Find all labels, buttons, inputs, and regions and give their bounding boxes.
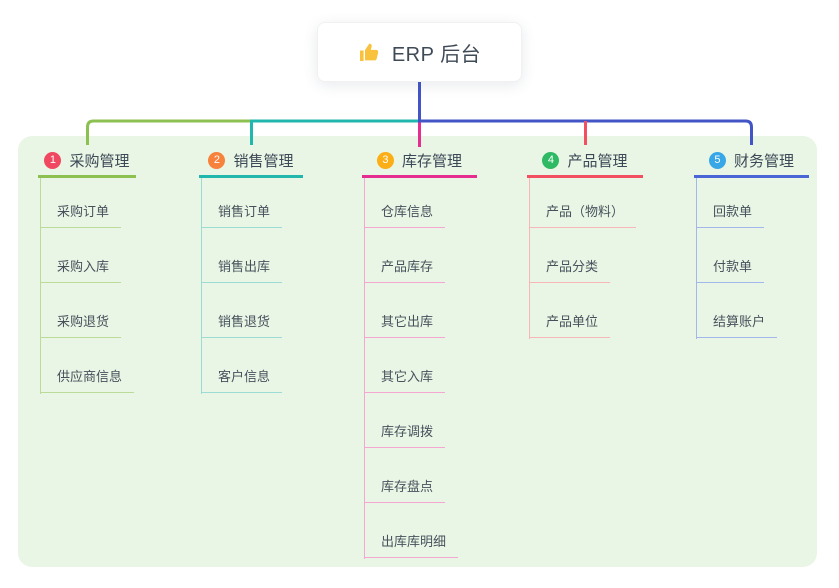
branch-purchase-title[interactable]: 1 采购管理 (38, 146, 136, 178)
mindmap-node-item[interactable]: 产品分类 (529, 257, 611, 283)
branch-title-text: 采购管理 (69, 153, 130, 170)
branch-number-badge: 1 (44, 152, 62, 169)
mindmap-node-item[interactable]: 产品单位 (529, 312, 611, 338)
branch-title-text: 产品管理 (567, 153, 628, 170)
branch-tree-line (201, 178, 202, 394)
mindmap-node-item[interactable]: 采购退货 (40, 312, 122, 338)
root-node[interactable]: ERP 后台 (317, 22, 522, 82)
mindmap-node-item[interactable]: 库存盘点 (364, 477, 446, 503)
branch-product: 4 产品管理 产品（物料） 产品分类 产品单位 (527, 146, 643, 339)
mindmap-node-item[interactable]: 付款单 (696, 257, 765, 283)
branch-number-badge: 2 (208, 152, 226, 169)
mindmap-node-item[interactable]: 出库库明细 (364, 532, 459, 558)
mindmap-node-item[interactable]: 采购订单 (40, 202, 122, 228)
branch-inventory: 3 库存管理 仓库信息 产品库存 其它出库 其它入库 库存调拨 库存盘点 出库库… (362, 146, 477, 559)
mindmap-node-item[interactable]: 客户信息 (201, 367, 283, 393)
branch-purchase: 1 采购管理 采购订单 采购入库 采购退货 供应商信息 (38, 146, 136, 394)
mindmap-node-item[interactable]: 库存调拨 (364, 422, 446, 448)
branch-tree-line (40, 178, 41, 394)
branch-number-badge: 5 (708, 152, 726, 169)
branch-finance: 5 财务管理 回款单 付款单 结算账户 (694, 146, 809, 339)
mindmap-node-item[interactable]: 回款单 (696, 202, 765, 228)
branch-sales-title[interactable]: 2 销售管理 (199, 146, 303, 178)
branch-tree-line (364, 178, 365, 559)
mindmap-node-item[interactable]: 仓库信息 (364, 202, 446, 228)
branch-title-text: 财务管理 (733, 153, 794, 170)
background-panel (18, 136, 817, 567)
branch-number-badge: 3 (376, 152, 394, 169)
mindmap-node-item[interactable]: 销售出库 (201, 257, 283, 283)
mindmap-node-item[interactable]: 产品库存 (364, 257, 446, 283)
branch-finance-title[interactable]: 5 财务管理 (694, 146, 809, 178)
root-title: ERP 后台 (391, 43, 482, 66)
mindmap-node-item[interactable]: 其它出库 (364, 312, 446, 338)
mindmap-node-item[interactable]: 其它入库 (364, 367, 446, 393)
branch-product-title[interactable]: 4 产品管理 (527, 146, 643, 178)
mindmap-node-item[interactable]: 销售退货 (201, 312, 283, 338)
branch-number-badge: 4 (542, 152, 560, 169)
branch-title-text: 库存管理 (401, 153, 462, 170)
mindmap-node-item[interactable]: 供应商信息 (40, 367, 135, 393)
branch-sales: 2 销售管理 销售订单 销售出库 销售退货 客户信息 (199, 146, 303, 394)
mindmap-node-item[interactable]: 采购入库 (40, 257, 122, 283)
mindmap-node-item[interactable]: 产品（物料） (529, 202, 637, 228)
branch-tree-line (696, 178, 697, 339)
branch-inventory-title[interactable]: 3 库存管理 (362, 146, 477, 178)
branch-title-text: 销售管理 (233, 153, 294, 170)
mindmap-node-item[interactable]: 结算账户 (696, 312, 778, 338)
mindmap-node-item[interactable]: 销售订单 (201, 202, 283, 228)
branch-tree-line (529, 178, 530, 339)
thumbs-up-icon (359, 43, 379, 61)
